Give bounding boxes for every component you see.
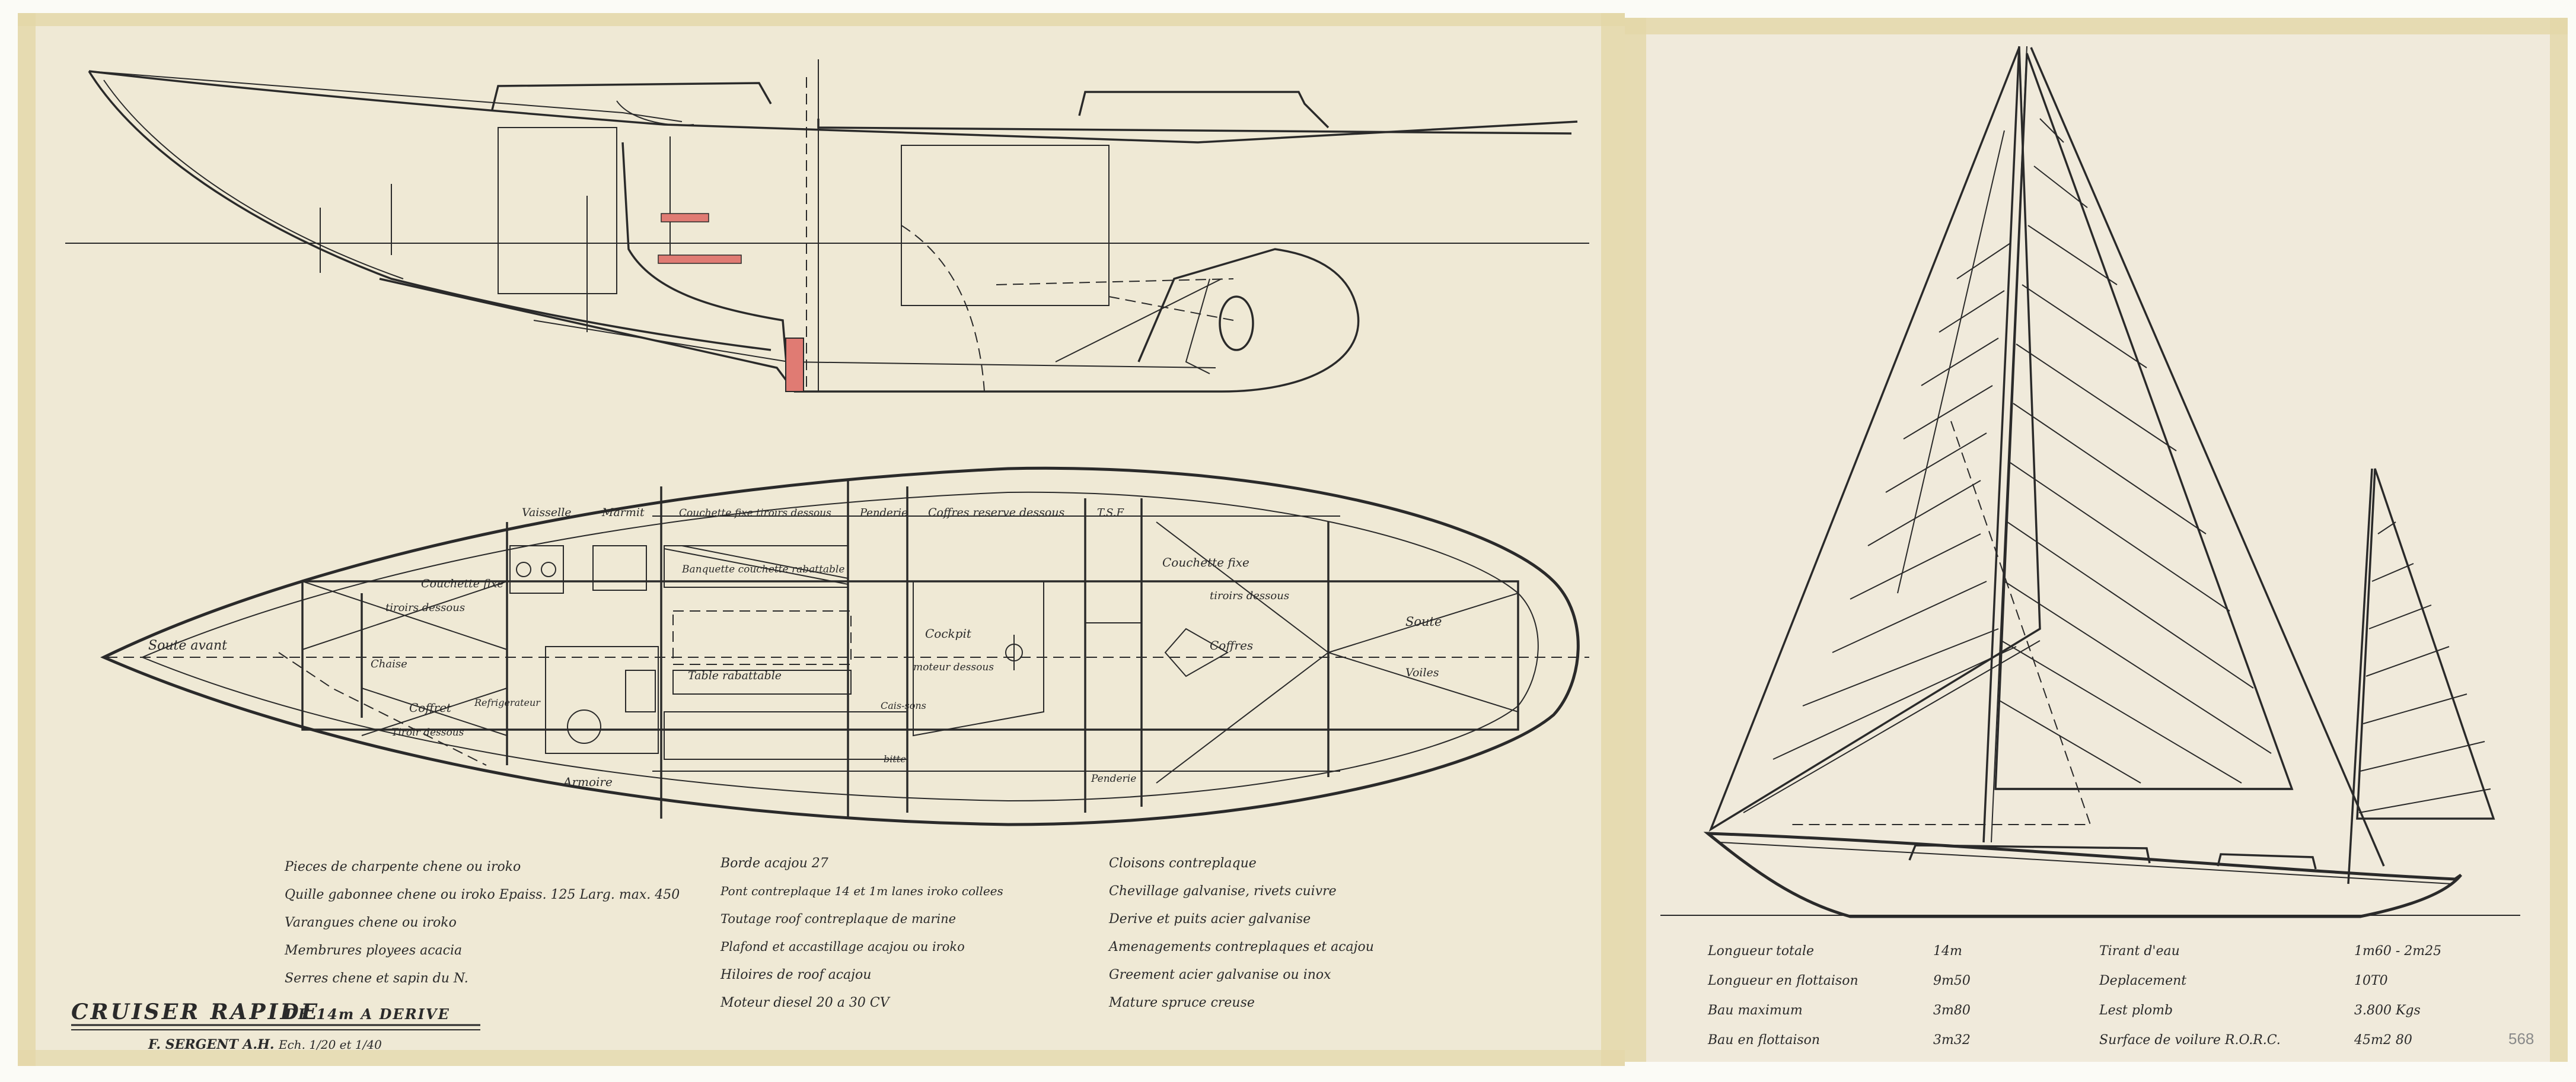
label-soute-avant: Soute avant: [148, 638, 227, 653]
genoa-sail: [1708, 47, 2041, 832]
label-penderie-2: Penderie: [1091, 773, 1136, 785]
label-couchette-fixe-1: Couchette fixe: [421, 577, 504, 590]
label-refrigerateur: Refrigerateur: [474, 697, 541, 708]
label-soute: Soute: [1405, 615, 1442, 629]
left-sheet: [18, 13, 1625, 1066]
label-tiroir-dessous: Tiroir dessous: [391, 727, 464, 739]
dim-label: Surface de voilure R.O.R.C.: [2099, 1033, 2281, 1048]
plan-labels: Soute avant Vaisselle Marmit Couchette f…: [148, 506, 1442, 789]
label-coffres: Coffres: [1210, 638, 1253, 653]
spec-col3-line: Derive et puits acier galvanise: [1108, 912, 1311, 927]
label-caissons: Cais-sons: [881, 700, 926, 711]
spec-col1-line: Pieces de charpente chene ou iroko: [284, 860, 521, 874]
spec-col3-line: Cloisons contreplaque: [1109, 856, 1257, 871]
tape-bottom-left: [18, 1050, 1625, 1066]
dimensions-block: Longueur totale 14m Longueur en flottais…: [1707, 944, 2441, 1048]
label-coffret: Coffret: [409, 701, 452, 715]
dim-value: 14m: [1933, 944, 1962, 959]
label-couchette-fixe-2: Couchette fixe: [1162, 555, 1249, 569]
label-coffres-reserve: Coffres reserve dessous: [928, 506, 1065, 519]
dim-label: Tirant d'eau: [2099, 944, 2180, 959]
sheet-number: 568: [2508, 1030, 2534, 1048]
spec-col2-line: Hiloires de roof acajou: [720, 968, 871, 982]
label-marmit: Marmit: [601, 506, 645, 519]
dim-label: Lest plomb: [2099, 1003, 2173, 1018]
tape-middle-right: [1625, 18, 1646, 1062]
dim-label: Longueur en flottaison: [1707, 973, 1858, 988]
dim-label: Bau en flottaison: [1707, 1033, 1820, 1048]
spec-col2-line: Borde acajou 27: [720, 856, 828, 871]
dim-value: 45m2 80: [2354, 1033, 2412, 1048]
spec-col3-line: Greement acier galvanise ou inox: [1109, 968, 1331, 982]
spec-col3-line: Amenagements contreplaques et acajou: [1108, 940, 1374, 954]
label-armoire: Armoire: [562, 775, 613, 789]
dim-value: 9m50: [1933, 973, 1971, 988]
label-couchette-tiroirs: Couchette fixe tiroirs dessous: [679, 507, 831, 519]
spec-col2-line: Pont contreplaque 14 et 1m lanes iroko c…: [720, 884, 1003, 898]
dim-value: 1m60 - 2m25: [2354, 944, 2441, 959]
label-banquette: Banquette couchette rabattable: [681, 564, 844, 575]
spec-col1-line: Serres chene et sapin du N.: [285, 971, 468, 986]
right-sheet: [1625, 18, 2568, 1062]
tape-top-left: [18, 13, 1625, 26]
label-voiles: Voiles: [1405, 666, 1439, 679]
label-cockpit: Cockpit: [925, 626, 972, 641]
floor-red-1: [661, 213, 709, 222]
spec-col1-line: Membrures ployees acacia: [284, 943, 462, 958]
hull-plan-view: [100, 466, 1589, 826]
dim-value: 3.800 Kgs: [2354, 1003, 2421, 1018]
title-sub: DE 14m A DERIVE: [284, 1005, 450, 1023]
label-vaisselle: Vaisselle: [522, 506, 572, 519]
title-main: CRUISER RAPIDE: [71, 1000, 320, 1024]
title-scale: Ech. 1/20 et 1/40: [278, 1038, 382, 1052]
label-bitte: bitte: [884, 753, 906, 765]
dim-label: Bau maximum: [1707, 1003, 1803, 1018]
hull-outline-plan: [100, 466, 1580, 826]
mizzen-sail: [2356, 468, 2495, 820]
sail-plan: [1660, 46, 2520, 918]
forestay: [2030, 47, 2385, 867]
title-author: F. SERGENT A.H.: [148, 1037, 275, 1052]
spec-col2-line: Toutage roof contreplaque de marine: [720, 912, 956, 926]
tape-right: [2550, 18, 2568, 1062]
label-chaise: Chaise: [371, 658, 407, 670]
tape-left: [18, 13, 36, 1066]
dim-value: 3m32: [1933, 1033, 1971, 1048]
label-tiroirs-dessous-2: tiroirs dessous: [1210, 590, 1289, 602]
title-block: CRUISER RAPIDE DE 14m A DERIVE F. SERGEN…: [71, 1000, 480, 1052]
label-penderie-1: Penderie: [859, 507, 908, 519]
spec-col3-line: Chevillage galvanise, rivets cuivre: [1109, 884, 1337, 899]
tape-middle-left: [1601, 13, 1625, 1066]
label-tiroirs-dessous-1: tiroirs dessous: [385, 602, 465, 614]
dim-label: Deplacement: [2099, 973, 2186, 988]
label-moteur-dessous: moteur dessous: [913, 661, 994, 673]
dim-value: 10T0: [2354, 973, 2388, 988]
hull-profile-view: [65, 59, 1589, 393]
tape-top-right: [1625, 18, 2568, 34]
mizzen-mast: [2347, 468, 2373, 884]
label-tsf: T.S.F: [1097, 507, 1124, 519]
spec-col1-line: Quille gabonnee chene ou iroko Epaiss. 1…: [285, 887, 680, 902]
spec-col2-line: Plafond et accastillage acajou ou iroko: [720, 940, 965, 954]
ballast-keel-red: [785, 338, 804, 392]
spec-col2-line: Moteur diesel 20 a 30 CV: [720, 995, 891, 1010]
label-table-rabattable: Table rabattable: [688, 669, 782, 682]
dim-value: 3m80: [1933, 1003, 1971, 1018]
specification-notes: Pieces de charpente chene ou iroko Quill…: [284, 856, 1374, 1010]
spec-col3-line: Mature spruce creuse: [1108, 995, 1255, 1010]
spec-col1-line: Varangues chene ou iroko: [285, 915, 457, 930]
dim-label: Longueur totale: [1707, 944, 1814, 959]
main-mast: [1982, 46, 2020, 843]
floor-red-2: [658, 254, 742, 264]
